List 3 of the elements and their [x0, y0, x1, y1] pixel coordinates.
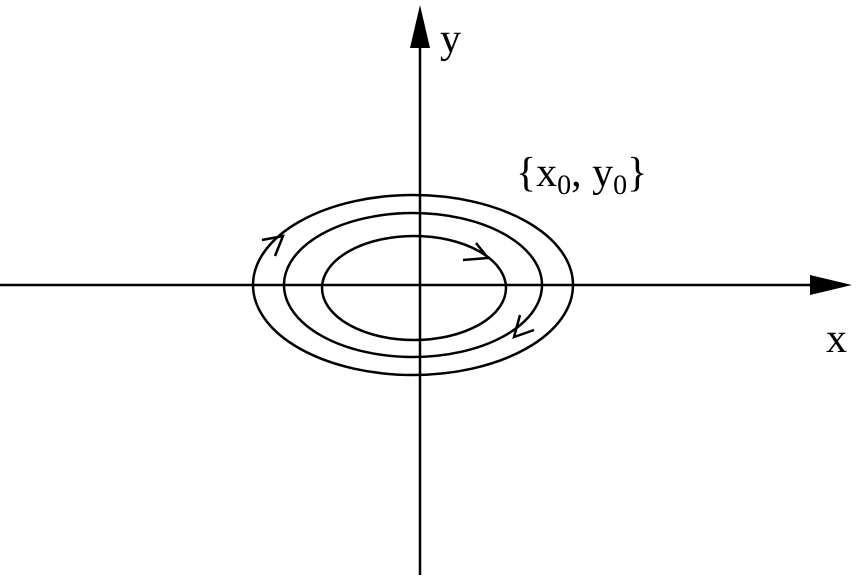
point-label: {x$_{0}$, y$_{0}$} [516, 152, 648, 194]
axis-label: x [826, 318, 847, 360]
axis-label: y [440, 18, 461, 60]
